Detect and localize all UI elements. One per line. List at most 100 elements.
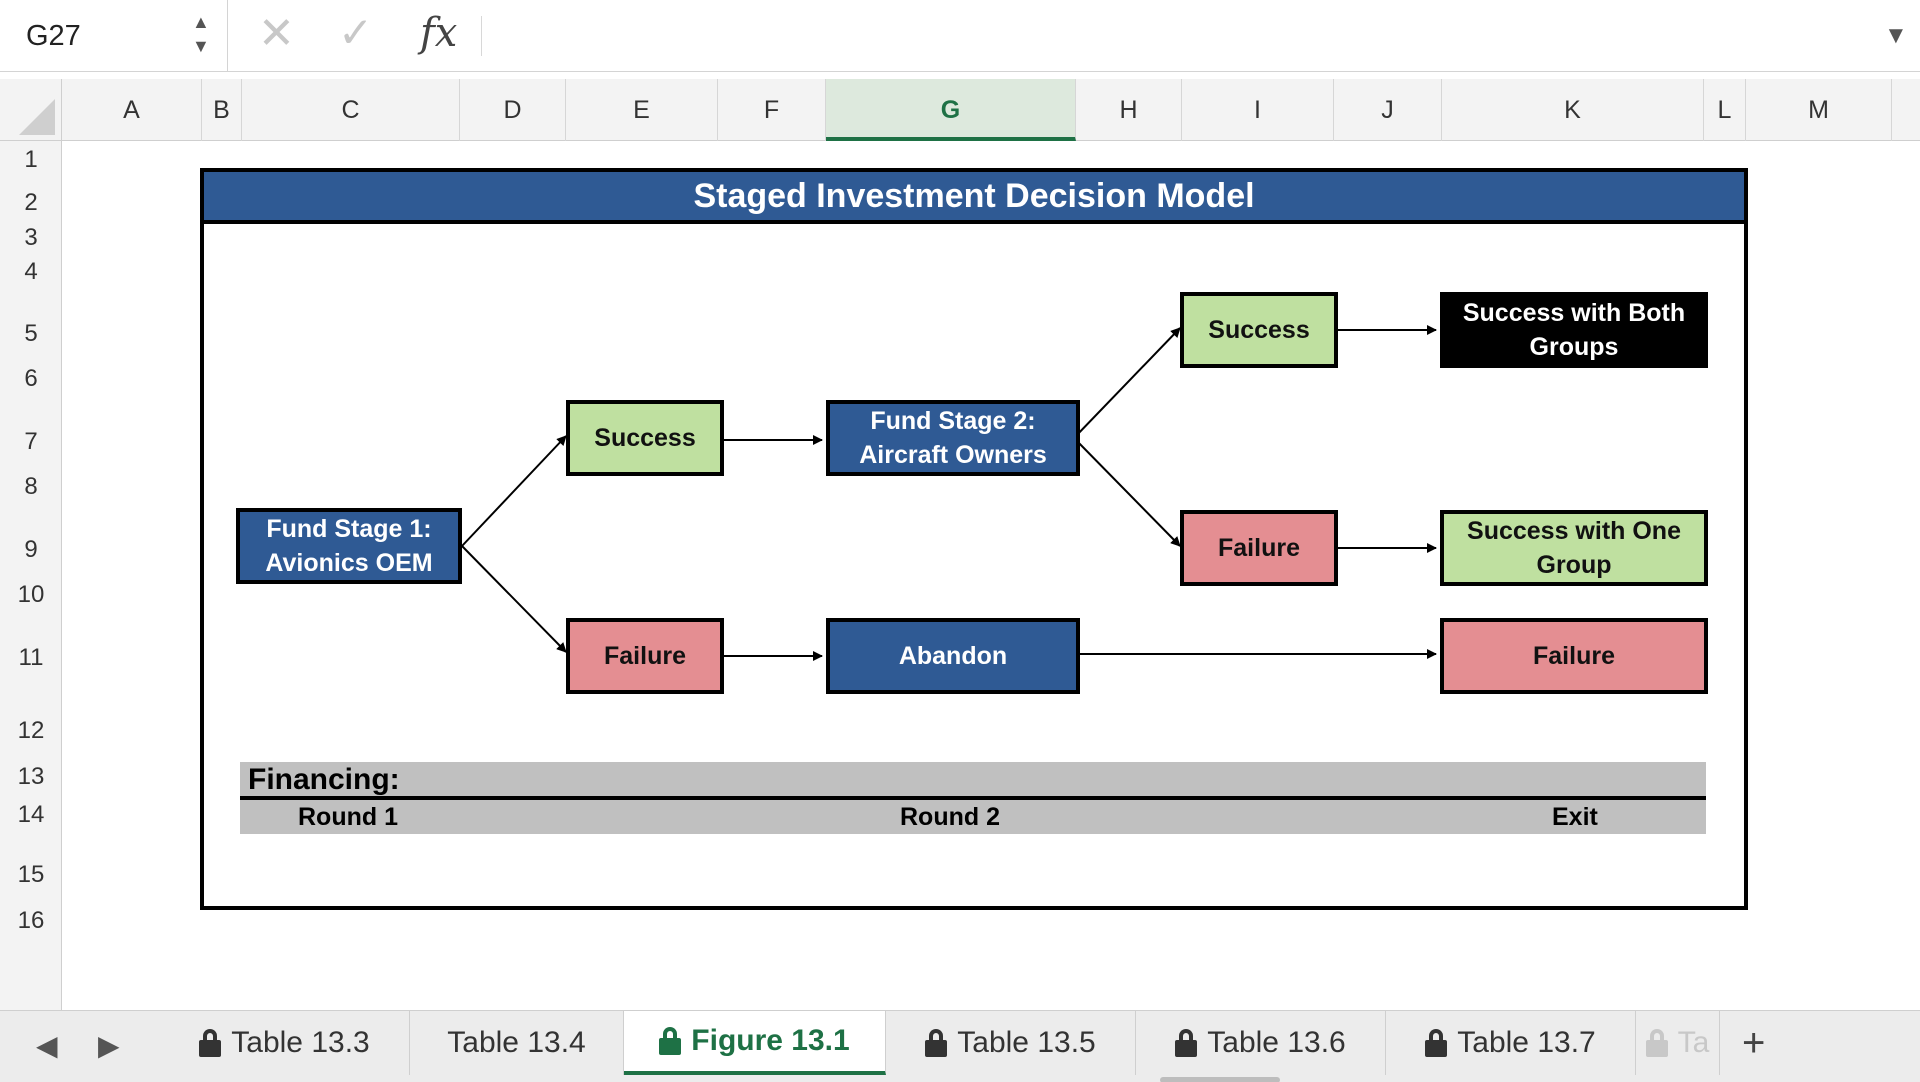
chevron-down-icon[interactable]: ▼ bbox=[1884, 22, 1908, 49]
row-header-7[interactable]: 7 bbox=[24, 428, 38, 455]
arrow-stage1-to-failure bbox=[461, 545, 567, 653]
node-failure-stage-1[interactable]: Failure bbox=[566, 618, 724, 694]
arrow-stage2-to-failure bbox=[1073, 437, 1181, 547]
sheet-tab-label: Table 13.3 bbox=[231, 1026, 370, 1059]
sheet-tab-label: Figure 13.1 bbox=[691, 1024, 850, 1057]
sheet-tab-bar: ◀ ▶ Table 13.3 Table 13.4 Figure 13.1 Ta… bbox=[0, 1010, 1920, 1082]
column-header-b[interactable]: B bbox=[202, 79, 242, 141]
column-header-e[interactable]: E bbox=[566, 79, 718, 141]
node-outcome-one-line1: Success with One bbox=[1467, 517, 1681, 545]
lock-icon bbox=[1645, 1029, 1668, 1057]
sheet-tab-label: Ta bbox=[1677, 1026, 1710, 1059]
column-header-f[interactable]: F bbox=[718, 79, 826, 141]
column-header-k[interactable]: K bbox=[1442, 79, 1704, 141]
node-outcome-both-line2: Groups bbox=[1529, 333, 1619, 361]
row-header-11[interactable]: 11 bbox=[18, 644, 44, 671]
node-abandon[interactable]: Abandon bbox=[826, 618, 1080, 694]
node-fund-stage-1[interactable]: Fund Stage 1: Avionics OEM bbox=[236, 508, 462, 584]
sheet-tab-table-13-6[interactable]: Table 13.6 bbox=[1136, 1011, 1386, 1075]
decision-model-figure[interactable]: Staged Investment Decision Model Fund St… bbox=[200, 168, 1748, 910]
name-box-down-icon[interactable]: ▼ bbox=[192, 36, 210, 56]
checkmark-icon[interactable]: ✓ bbox=[338, 9, 374, 56]
row-header-8[interactable]: 8 bbox=[24, 473, 38, 500]
sheet-tab-label: Table 13.4 bbox=[447, 1026, 586, 1059]
sheet-tab-label: Table 13.6 bbox=[1207, 1026, 1346, 1059]
row-header-1[interactable]: 1 bbox=[24, 146, 38, 173]
arrow-stage2-to-success bbox=[1073, 327, 1181, 439]
name-box-value[interactable]: G27 bbox=[26, 20, 81, 52]
column-header-l[interactable]: L bbox=[1704, 79, 1746, 141]
lock-icon bbox=[199, 1029, 222, 1057]
row-header-column: 1 2 3 4 5 6 7 8 9 10 11 12 13 14 15 16 bbox=[0, 141, 62, 1010]
figure-title: Staged Investment Decision Model bbox=[693, 177, 1255, 215]
column-header-g[interactable]: G bbox=[826, 79, 1076, 141]
name-box[interactable]: G27 ▲ ▼ bbox=[0, 0, 228, 72]
column-header-d[interactable]: D bbox=[460, 79, 566, 141]
row-header-13[interactable]: 13 bbox=[17, 763, 45, 790]
row-header-9[interactable]: 9 bbox=[24, 536, 38, 563]
row-header-16[interactable]: 16 bbox=[17, 907, 45, 934]
row-header-4[interactable]: 4 bbox=[24, 258, 38, 285]
financing-rounds-bar: Round 1 Round 2 Exit bbox=[240, 800, 1706, 834]
column-header-a[interactable]: A bbox=[62, 79, 202, 141]
sheet-tab-table-13-3[interactable]: Table 13.3 bbox=[160, 1011, 410, 1075]
formula-input[interactable] bbox=[490, 8, 1850, 64]
column-header-j[interactable]: J bbox=[1334, 79, 1442, 141]
formula-bar-divider bbox=[481, 16, 482, 56]
sheet-tab-table-13-4[interactable]: Table 13.4 bbox=[410, 1011, 624, 1075]
row-header-5[interactable]: 5 bbox=[24, 320, 38, 347]
previous-sheet-icon[interactable]: ◀ bbox=[36, 1030, 58, 1061]
row-header-10[interactable]: 10 bbox=[17, 581, 45, 608]
node-outcome-failure[interactable]: Failure bbox=[1440, 618, 1708, 694]
add-sheet-button[interactable]: + bbox=[1742, 1021, 1766, 1065]
lock-icon bbox=[659, 1027, 682, 1055]
select-all-icon bbox=[19, 99, 55, 135]
sheet-tab-table-13-7[interactable]: Table 13.7 bbox=[1386, 1011, 1636, 1075]
row-header-15[interactable]: 15 bbox=[17, 861, 45, 888]
spreadsheet-grid[interactable]: A B C D E F G H I J K L M 1 2 3 4 5 6 7 … bbox=[0, 72, 1920, 1010]
lock-icon bbox=[1175, 1029, 1198, 1057]
sheet-tab-figure-13-1[interactable]: Figure 13.1 bbox=[624, 1011, 886, 1075]
lock-icon bbox=[1425, 1029, 1448, 1057]
decision-tree-arrows bbox=[461, 325, 1437, 661]
cancel-icon[interactable]: ✕ bbox=[258, 9, 295, 58]
column-header-h[interactable]: H bbox=[1076, 79, 1182, 141]
sheet-tab-label: Table 13.5 bbox=[957, 1026, 1096, 1059]
row-header-14[interactable]: 14 bbox=[17, 801, 45, 828]
figure-title-bar: Staged Investment Decision Model bbox=[204, 172, 1744, 224]
node-success-stage-2[interactable]: Success bbox=[1180, 292, 1338, 368]
insert-function-icon[interactable]: fx bbox=[420, 10, 458, 56]
sheet-tab-label: Table 13.7 bbox=[1457, 1026, 1596, 1059]
exit-label: Exit bbox=[1552, 803, 1598, 831]
column-header-c[interactable]: C bbox=[242, 79, 460, 141]
node-success-stage-1[interactable]: Success bbox=[566, 400, 724, 476]
node-fund-stage-2[interactable]: Fund Stage 2:Aircraft Owners bbox=[826, 400, 1080, 476]
name-box-up-icon[interactable]: ▲ bbox=[192, 12, 210, 32]
lock-icon bbox=[925, 1029, 948, 1057]
node-fund-stage-1-line2: Avionics OEM bbox=[265, 549, 433, 577]
node-failure-stage-2[interactable]: Failure bbox=[1180, 510, 1338, 586]
row-header-6[interactable]: 6 bbox=[24, 365, 38, 392]
node-fund-stage-1-line1: Fund Stage 1: bbox=[266, 515, 432, 543]
column-header-row: A B C D E F G H I J K L M bbox=[0, 79, 1920, 141]
financing-bar: Financing: bbox=[240, 762, 1706, 800]
arrow-stage1-to-success bbox=[461, 435, 567, 547]
node-fund-stage-2-line1: Fund Stage 2: bbox=[870, 407, 1036, 435]
row-header-12[interactable]: 12 bbox=[17, 717, 45, 744]
column-header-m[interactable]: M bbox=[1746, 79, 1892, 141]
formula-bar: G27 ▲ ▼ ✕ ✓ fx ▼ bbox=[0, 0, 1920, 72]
sheet-tab-truncated[interactable]: Ta bbox=[1636, 1011, 1720, 1075]
row-header-3[interactable]: 3 bbox=[24, 224, 38, 251]
select-all-button[interactable] bbox=[0, 79, 62, 141]
column-header-i[interactable]: I bbox=[1182, 79, 1334, 141]
sheet-tab-table-13-5[interactable]: Table 13.5 bbox=[886, 1011, 1136, 1075]
round-1-label: Round 1 bbox=[298, 803, 398, 831]
horizontal-scrollbar[interactable] bbox=[1160, 1077, 1280, 1082]
node-outcome-both-line1: Success with Both bbox=[1462, 299, 1686, 327]
next-sheet-icon[interactable]: ▶ bbox=[98, 1030, 120, 1061]
row-header-2[interactable]: 2 bbox=[24, 189, 38, 216]
financing-label: Financing: bbox=[248, 763, 400, 796]
round-2-label: Round 2 bbox=[900, 803, 1000, 831]
